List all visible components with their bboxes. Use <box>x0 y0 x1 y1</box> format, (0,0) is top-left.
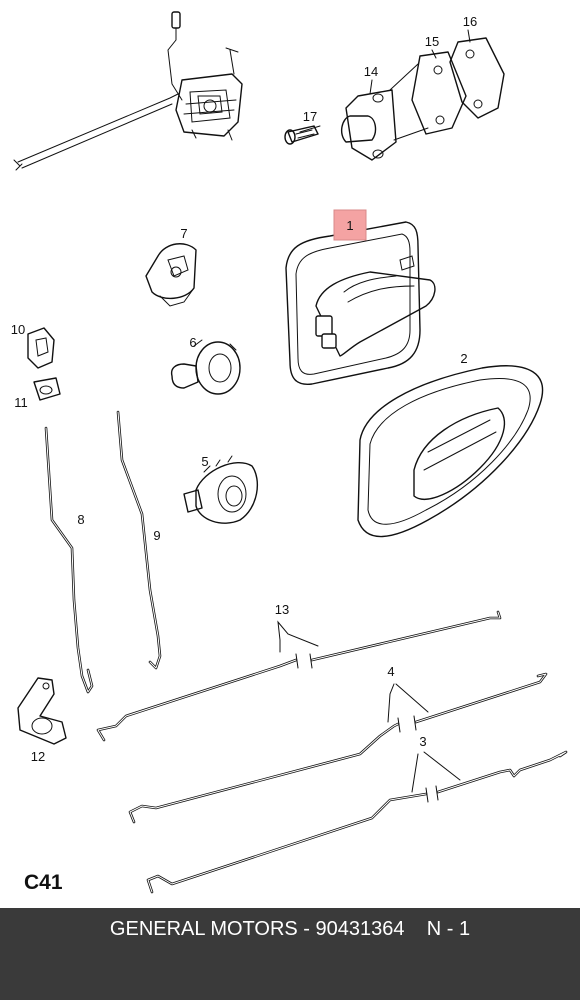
footer-bar <box>0 908 580 1000</box>
highlight-box <box>333 209 367 241</box>
rod-8 <box>44 426 94 694</box>
label-5: 5 <box>201 454 208 469</box>
label-3: 3 <box>419 734 426 749</box>
parts-diagram: 1 2 3 4 5 6 7 8 9 10 11 12 13 14 15 16 1… <box>11 11 568 894</box>
lock-cylinder-cap <box>145 243 197 307</box>
rod-9 <box>116 410 162 670</box>
footer-gap <box>405 918 427 940</box>
lock-housing-5 <box>183 455 259 524</box>
quantity-suffix: N - 1 <box>426 918 471 940</box>
label-12: 12 <box>31 749 45 764</box>
rod-4 <box>128 672 548 824</box>
door-handle-housing <box>285 221 436 385</box>
striker-assembly <box>284 37 505 161</box>
footer-caption: GENERAL MOTORS - 90431364 N - 1 <box>0 918 580 941</box>
leader-lines <box>299 29 471 133</box>
lever-12 <box>17 677 67 745</box>
label-6: 6 <box>189 335 196 350</box>
label-17: 17 <box>303 109 317 124</box>
label-10: 10 <box>11 322 25 337</box>
control-rod-clip <box>170 339 241 395</box>
rod-13 <box>96 610 502 742</box>
label-15: 15 <box>425 34 439 49</box>
label-9: 9 <box>153 528 160 543</box>
label-11: 11 <box>14 395 28 410</box>
part-number: 90431364 <box>315 918 405 940</box>
handle-bezel <box>357 365 544 538</box>
label-2: 2 <box>460 351 467 366</box>
footer-separator: - <box>297 918 316 940</box>
label-14: 14 <box>364 64 378 79</box>
label-7: 7 <box>180 226 187 241</box>
label-1: 1 <box>346 218 353 233</box>
rod-3 <box>146 750 568 894</box>
door-lock-assembly <box>13 11 243 171</box>
label-4: 4 <box>387 664 394 679</box>
label-8: 8 <box>77 512 84 527</box>
manufacturer-name: GENERAL MOTORS <box>109 918 298 940</box>
clip-10-11 <box>27 327 61 401</box>
section-code: C41 <box>24 871 63 894</box>
label-13: 13 <box>275 602 289 617</box>
label-16: 16 <box>463 14 477 29</box>
